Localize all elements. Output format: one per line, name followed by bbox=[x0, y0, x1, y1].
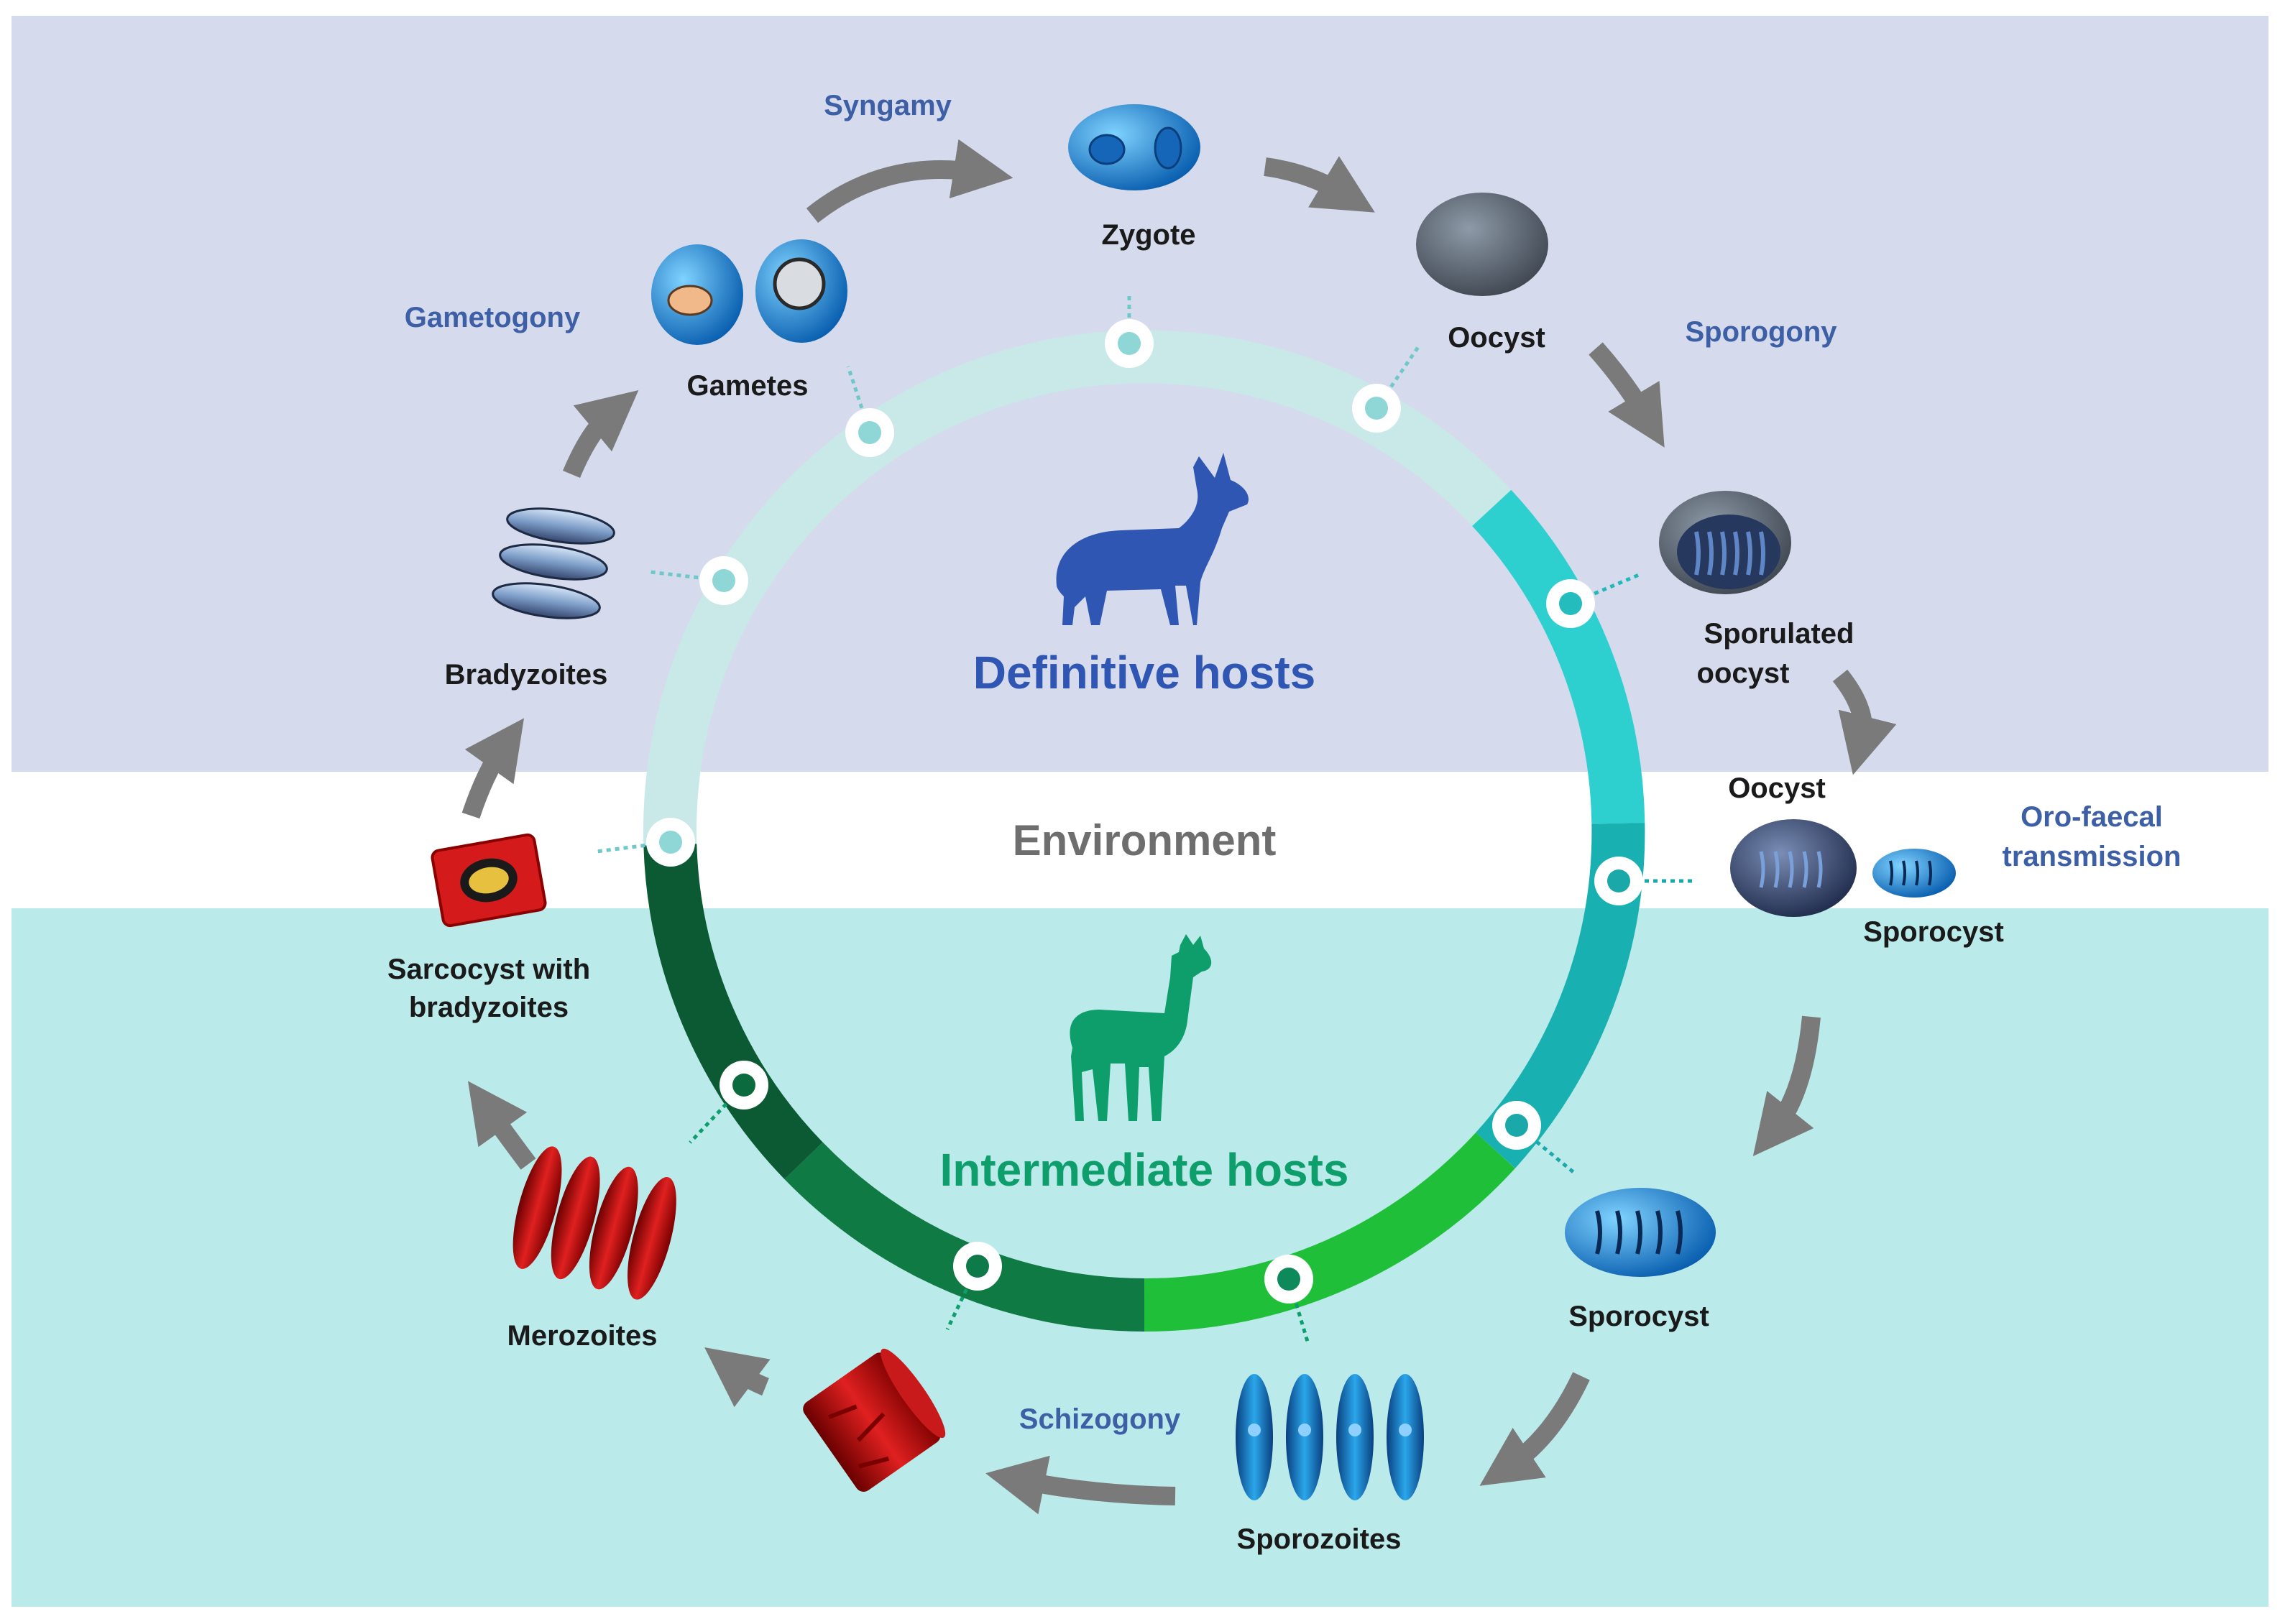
cycle-arrows bbox=[461, 139, 1897, 1515]
sporocyst-label: Sporocyst bbox=[1568, 1301, 1709, 1332]
bradyzoites-icon bbox=[492, 507, 615, 619]
arrow-schizont-to-merozoites bbox=[704, 1347, 771, 1408]
oro-faecal-label-line2: transmission bbox=[2003, 841, 2182, 872]
oocyst-icon bbox=[1416, 193, 1548, 296]
arrow-gametes-to-zygote bbox=[806, 139, 1013, 223]
intermediate-hosts-label: Intermediate hosts bbox=[939, 1144, 1348, 1196]
gametes-label: Gametes bbox=[687, 370, 809, 402]
sporocyst-small-icon bbox=[1872, 849, 1956, 898]
sporogony-label: Sporogony bbox=[1685, 316, 1837, 348]
arrow-oocyst-env-to-sporocyst bbox=[1752, 1015, 1821, 1156]
ring-segment-green bbox=[1144, 1132, 1515, 1332]
schizont-icon bbox=[803, 1348, 946, 1492]
syngamy-label: Syngamy bbox=[824, 90, 952, 121]
oocyst-environment-label: Oocyst bbox=[1728, 772, 1826, 804]
arrow-merozoites-to-sarcocyst bbox=[467, 1081, 536, 1170]
ring-nodes bbox=[596, 295, 1696, 1344]
llama-icon bbox=[1070, 934, 1212, 1121]
bradyzoites-label: Bradyzoites bbox=[445, 659, 608, 691]
sarcocyst-label-line1: Sarcocyst with bbox=[387, 954, 590, 985]
sarcocyst-label-line2: bradyzoites bbox=[409, 992, 569, 1023]
arrow-sporulated-to-oocyst-env bbox=[1832, 669, 1897, 775]
arrow-zygote-to-oocyst bbox=[1264, 156, 1375, 213]
arrow-sporocyst-to-sporozoites bbox=[1479, 1372, 1590, 1486]
ring-segment-teal bbox=[1472, 489, 1645, 824]
environment-label: Environment bbox=[1013, 816, 1277, 864]
definitive-hosts-label: Definitive hosts bbox=[973, 647, 1316, 698]
gametogony-label: Gametogony bbox=[405, 302, 581, 333]
zygote-icon bbox=[1068, 104, 1200, 190]
arrow-bradyzoites-to-gametes bbox=[563, 390, 639, 479]
oro-faecal-label-line1: Oro-faecal bbox=[2021, 801, 2163, 833]
zygote-label: Zygote bbox=[1101, 219, 1195, 251]
ring-segment-darkest-green bbox=[643, 844, 823, 1180]
merozoites-icon bbox=[512, 1146, 676, 1300]
sporozoites-label: Sporozoites bbox=[1237, 1523, 1402, 1555]
sporulated-oocyst-label-line1: Sporulated bbox=[1704, 618, 1854, 650]
schizogony-label: Schizogony bbox=[1019, 1403, 1181, 1435]
arrow-oocyst-to-sporulated bbox=[1589, 342, 1665, 448]
gametes-icon bbox=[651, 239, 847, 345]
sporozoites-icon bbox=[1236, 1374, 1424, 1500]
ring-segment-light bbox=[643, 330, 1512, 846]
sporocyst-environment-label: Sporocyst bbox=[1863, 916, 2004, 948]
dog-icon bbox=[1056, 453, 1249, 625]
arrow-sporozoites-to-schizont bbox=[985, 1455, 1176, 1515]
sporocyst-icon bbox=[1565, 1188, 1716, 1277]
sarcocyst-icon bbox=[431, 833, 547, 928]
oocyst-environment-icon bbox=[1730, 819, 1857, 917]
arrow-sarcocyst-to-bradyzoites bbox=[461, 718, 525, 819]
oocyst-top-label: Oocyst bbox=[1448, 322, 1545, 354]
sporulated-oocyst-label-line2: oocyst bbox=[1697, 658, 1790, 689]
sporulated-oocyst-icon bbox=[1659, 491, 1791, 594]
merozoites-label: Merozoites bbox=[507, 1320, 658, 1352]
